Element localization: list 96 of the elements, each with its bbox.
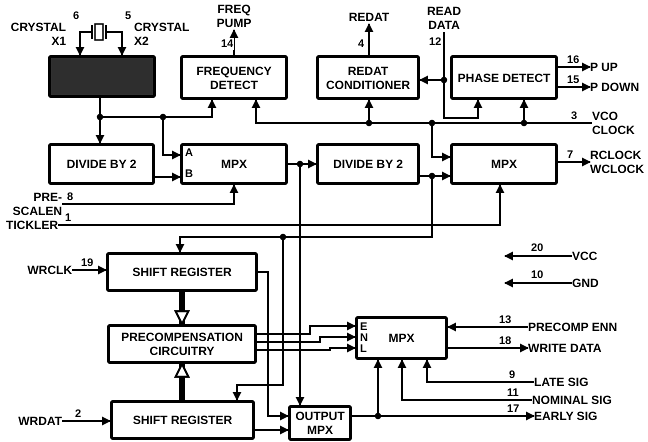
pin-label: EARLY SIG xyxy=(534,409,614,423)
block-box xyxy=(48,143,155,185)
signal-arrow xyxy=(448,344,529,352)
block-label: DIVIDE BY 2 xyxy=(66,157,138,171)
pin-number: 4 xyxy=(357,38,366,50)
signal-arrow xyxy=(504,252,572,260)
pin-number: 2 xyxy=(74,408,82,420)
block-label: PHASE DETECT xyxy=(456,70,552,84)
signal-arrow xyxy=(558,82,591,92)
signal-arrow xyxy=(558,62,591,72)
pin-label: TICKLER xyxy=(2,218,58,232)
signal-arrow xyxy=(422,359,534,383)
bus-arrow xyxy=(174,292,190,326)
signal-arrow xyxy=(62,184,238,205)
pin-number: 11 xyxy=(506,387,520,399)
input-letter: E xyxy=(360,322,368,332)
block-box xyxy=(110,400,255,440)
block-label: FREQUENCY DETECT xyxy=(195,64,273,92)
signal-arrow xyxy=(257,332,356,343)
signal-arrow xyxy=(364,23,374,55)
pin-number: 20 xyxy=(530,242,544,254)
block-label: SHIFT REGISTER xyxy=(132,413,234,427)
pin-number: 9 xyxy=(508,369,516,381)
block-box xyxy=(450,143,558,185)
block-box xyxy=(450,55,558,100)
block-box xyxy=(180,143,288,185)
signal-arrow xyxy=(76,31,84,56)
signal-arrow xyxy=(255,426,289,434)
block-box xyxy=(355,316,448,360)
pin-number: 8 xyxy=(66,191,74,203)
signal-arrow xyxy=(258,271,289,420)
pin-number: 13 xyxy=(498,314,512,326)
pin-label: GND xyxy=(572,276,608,290)
signal-arrow xyxy=(230,29,238,55)
block-box xyxy=(316,55,420,100)
pin-label: REDAT xyxy=(346,10,392,24)
pin-number: 19 xyxy=(80,257,94,269)
pin-label: PRE- SCALEN xyxy=(6,190,62,218)
block-label: REDAT CONDITIONER xyxy=(325,64,411,92)
pin-number: 16 xyxy=(566,54,580,66)
pin-label: LATE SIG xyxy=(534,375,604,389)
signal-arrow xyxy=(155,172,181,182)
signal-arrow xyxy=(58,184,504,226)
block-box xyxy=(107,324,257,364)
pin-label: CRYSTAL X1 xyxy=(10,20,66,48)
pin-number: 6 xyxy=(72,10,80,22)
block-label: DIVIDE BY 2 xyxy=(332,157,404,171)
pin-label: FREQ PUMP xyxy=(210,2,258,30)
block-box xyxy=(316,143,420,185)
signal-arrow xyxy=(257,322,356,335)
pin-label: RCLOCK WCLOCK xyxy=(590,148,648,176)
pin-number: 5 xyxy=(124,10,132,22)
signal-arrow xyxy=(114,31,126,56)
pin-number: 18 xyxy=(498,335,512,347)
pin-label: VCC xyxy=(572,249,608,263)
signal-arrow xyxy=(257,344,356,352)
pin-number: 14 xyxy=(220,38,234,50)
pin-number: 3 xyxy=(570,110,578,122)
input-letter: B xyxy=(185,169,193,180)
block-label: MPX xyxy=(220,157,248,171)
signal-arrow xyxy=(504,278,572,288)
pin-label: P UP xyxy=(590,60,634,74)
pin-label: P DOWN xyxy=(590,80,648,94)
pin-number: 12 xyxy=(428,36,442,48)
block-box xyxy=(106,252,258,292)
pin-label: WRITE DATA xyxy=(528,341,618,355)
signal-arrow xyxy=(62,416,111,426)
pin-label: CRYSTAL X2 xyxy=(134,20,190,48)
signal-arrow xyxy=(447,322,528,332)
pin-label: WRDAT xyxy=(8,414,62,428)
pin-number: 15 xyxy=(566,74,580,86)
pin-label: PRECOMP ENN xyxy=(528,320,632,334)
pin-number: 1 xyxy=(64,212,72,224)
pin-label: READ DATA xyxy=(422,4,466,32)
bus-arrow xyxy=(174,362,190,400)
signal-arrow xyxy=(398,359,532,401)
block-label: OUTPUT MPX xyxy=(294,409,346,437)
signal-arrow xyxy=(72,266,107,274)
pin-number: 7 xyxy=(566,149,574,161)
pin-label: VCO CLOCK xyxy=(592,109,644,137)
pin-number: 10 xyxy=(530,269,544,281)
block-box xyxy=(180,55,288,100)
input-letter: A xyxy=(185,148,193,159)
pin-label: WRCLK xyxy=(16,263,72,277)
block-box xyxy=(288,405,352,441)
block-label: PRECOMPENSATION CIRCUITRY xyxy=(120,330,244,358)
pin-number: 17 xyxy=(506,403,520,415)
block-label: MPX xyxy=(490,157,518,171)
input-letter: N xyxy=(360,332,368,344)
crystal-symbol xyxy=(84,22,114,42)
pin-label: NOMINAL SIG xyxy=(532,393,628,407)
block-label: SHIFT REGISTER xyxy=(131,265,233,279)
signal-arrow xyxy=(558,158,591,166)
input-letter: L xyxy=(360,344,368,354)
shaded-block xyxy=(48,55,156,98)
block-label: MPX xyxy=(387,331,416,345)
